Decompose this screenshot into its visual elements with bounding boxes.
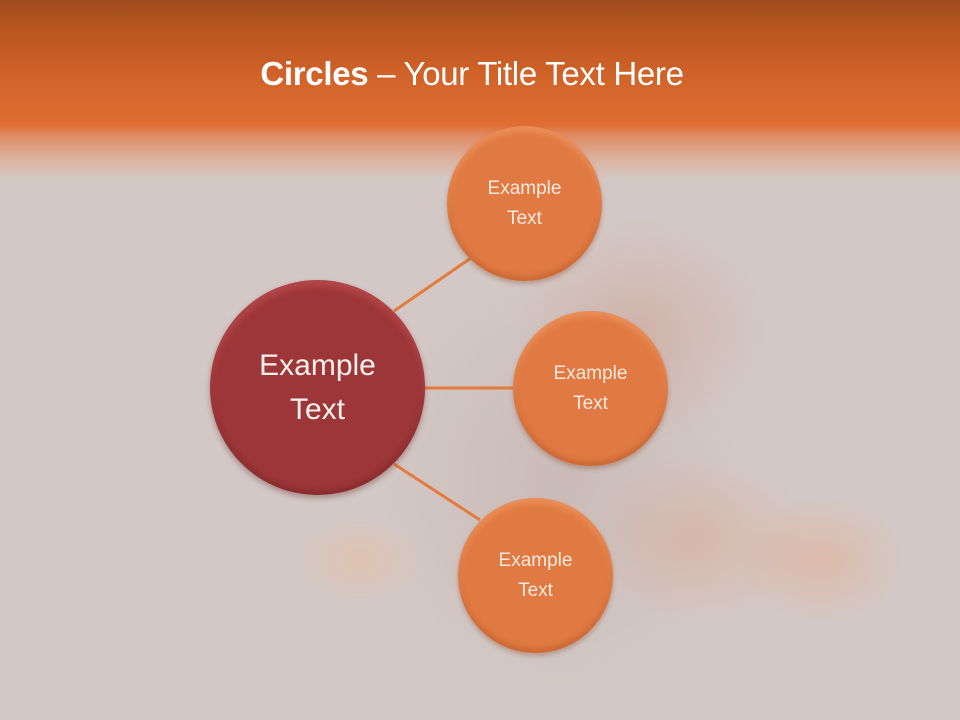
title-rest: – Your Title Text Here (368, 55, 684, 92)
title-bold: Circles (260, 55, 369, 92)
node-circle-bottom[interactable]: Example Text (458, 498, 613, 653)
slide-title: Circles – Your Title Text Here (0, 52, 944, 96)
center-circle[interactable]: Example Text (210, 280, 425, 495)
node-top-line2: Text (507, 207, 542, 229)
center-circle-line2: Text (289, 392, 346, 426)
center-circle-line1: Example (259, 348, 376, 382)
node-bottom-line2: Text (518, 579, 553, 601)
node-circle-middle[interactable]: Example Text (513, 311, 668, 466)
connector-top (393, 256, 472, 313)
node-top-line1: Example (487, 177, 562, 199)
node-middle-line1: Example (553, 362, 628, 384)
node-middle-line2: Text (573, 392, 608, 414)
node-bottom-line1: Example (498, 549, 573, 571)
node-circle-top[interactable]: Example Text (447, 126, 602, 281)
connector-bottom (393, 462, 481, 522)
